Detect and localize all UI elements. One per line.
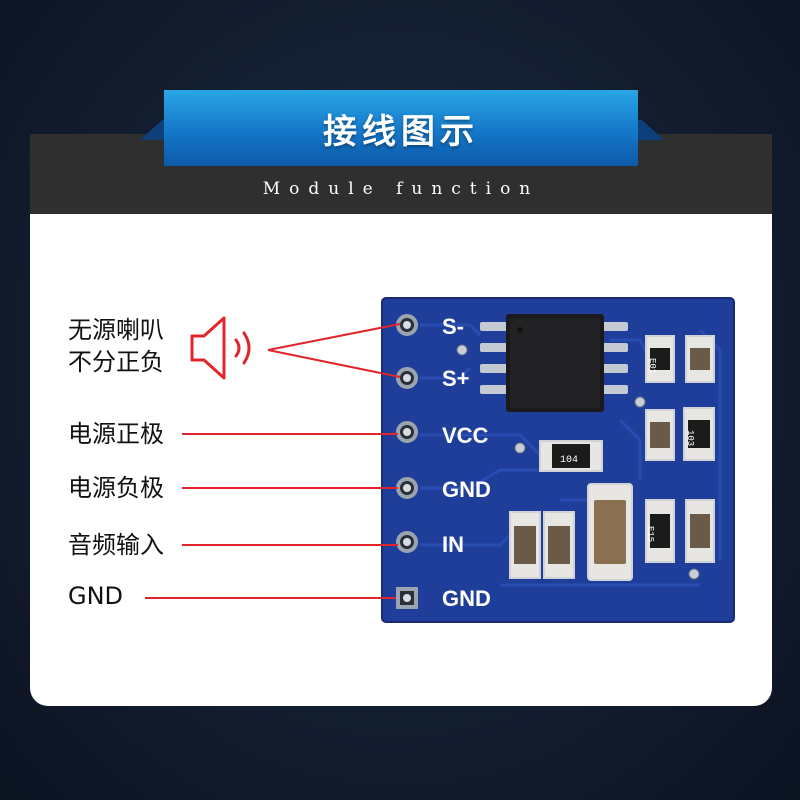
- pin-label-s-minus: S-: [442, 314, 464, 339]
- label-speaker-line2: 不分正负: [68, 348, 164, 376]
- marking-e15: E15: [645, 526, 655, 542]
- label-gnd-pin: GND: [68, 582, 124, 610]
- label-audio-in: 音频输入: [68, 531, 164, 559]
- page-title: 接线图示: [323, 111, 479, 152]
- title-tab: 接线图示: [164, 90, 638, 166]
- pin-label-in: IN: [442, 532, 464, 557]
- label-vcc: 电源正极: [68, 420, 164, 448]
- pin-label-gnd-2: GND: [442, 586, 491, 611]
- pin-label-vcc: VCC: [442, 423, 489, 448]
- marking-104: 104: [560, 455, 578, 466]
- pin-label-s-plus: S+: [442, 366, 470, 391]
- marking-103: 103: [685, 430, 695, 446]
- speaker-icon: [190, 316, 251, 380]
- label-gnd: 电源负极: [68, 474, 164, 502]
- page-subtitle: Module function: [262, 179, 540, 199]
- amplifier-ic-chip: [480, 314, 628, 412]
- pcb-board: S- S+ VCC GND IN GND: [381, 297, 735, 623]
- connector-lines: [145, 323, 401, 599]
- pin-label-gnd: GND: [442, 477, 491, 502]
- marking-e01: E01: [647, 358, 657, 374]
- smd-components: [509, 335, 715, 581]
- label-speaker-line1: 无源喇叭: [68, 316, 164, 344]
